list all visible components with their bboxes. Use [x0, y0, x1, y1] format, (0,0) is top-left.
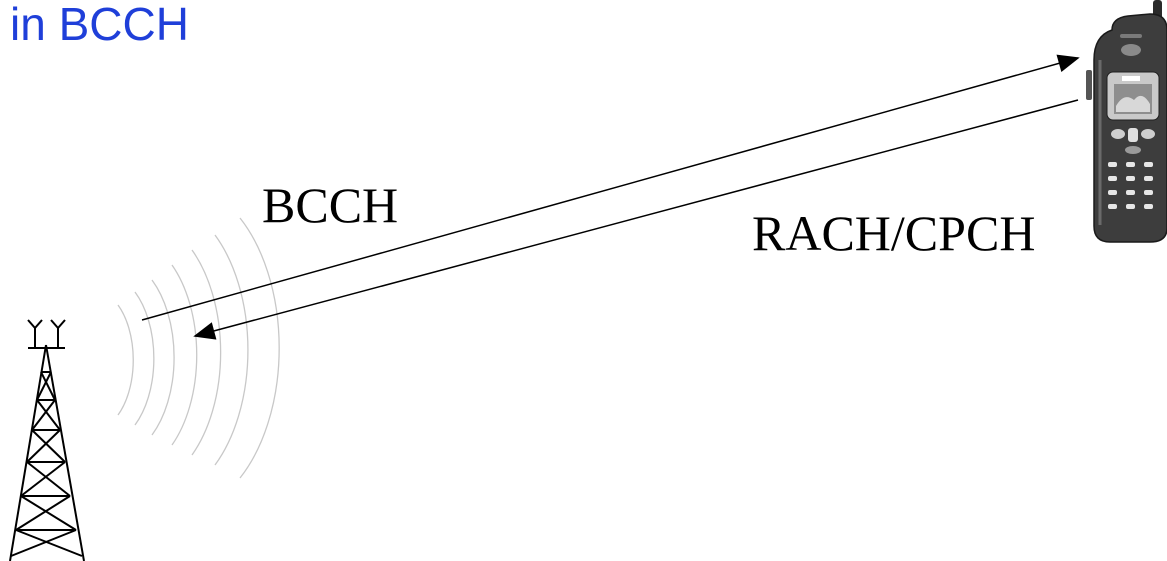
downlink-arrow — [141, 54, 1080, 321]
cell-tower-icon — [9, 319, 85, 561]
uplink-label: RACH/CPCH — [752, 205, 1035, 261]
uplink-arrow — [193, 99, 1079, 340]
slide-title: in BCCH — [10, 0, 189, 50]
radio-waves-icon — [117, 217, 280, 479]
mobile-phone-icon — [1086, 0, 1167, 243]
downlink-label: BCCH — [262, 177, 398, 233]
